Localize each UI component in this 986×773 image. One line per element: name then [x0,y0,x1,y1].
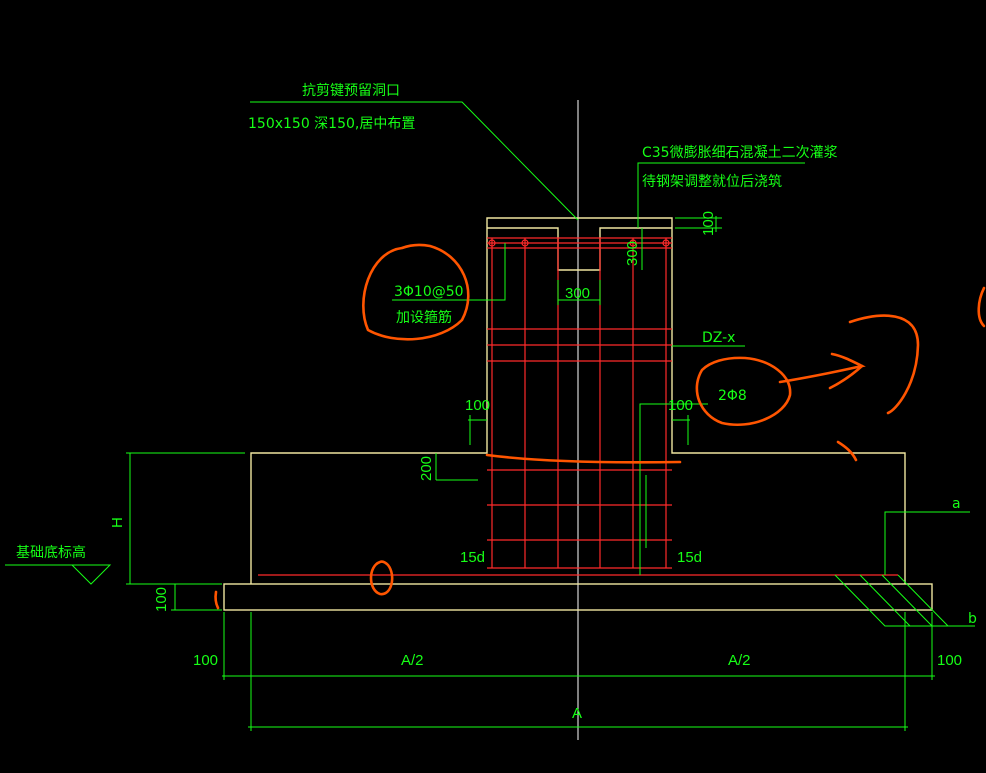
shear-key-size: 150x150 深150,居中布置 [248,116,415,132]
shear-key-title: 抗剪键预留洞口 [302,83,400,99]
grout-title: C35微膨胀细石混凝土二次灌浆 [642,144,838,161]
hatch [881,574,933,627]
hatch [859,574,911,627]
bar-spec: 2Φ8 [718,388,747,404]
leader-stirrup [392,243,506,301]
leader-shear-key [250,101,579,221]
grout-note: 待钢架调整就位后浇筑 [642,174,782,190]
markup-curve-right [848,314,920,415]
leader-a-label: a [952,496,961,512]
markup [214,243,986,610]
rebar-dot [488,239,496,247]
rebar-dot [521,239,529,247]
dim-side-left: 100 [465,397,490,414]
dim-anchor-left: 15d [460,549,485,566]
hatch [897,574,949,627]
shear-key-notch [487,227,672,271]
dim-pad: 100 [153,587,170,612]
rebar-cage [258,237,898,576]
stirrup-note: 加设箍筋 [396,309,452,326]
leader-lines [5,101,975,627]
rebar-dot [662,239,670,247]
markup-arrow [778,352,866,384]
dim-top-100: 100 [700,211,717,236]
stirrup-spec: 3Φ10@50 [394,284,464,300]
markup-circle-bar [695,356,792,426]
dim-half-right: A/2 [728,652,751,669]
dimension-lines [126,216,935,731]
dim-key-width: 300 [565,285,590,302]
base-level-label: 基础底标高 [16,544,86,561]
markup-tick [836,440,858,462]
markup-underline [485,453,682,464]
markup-zero [369,560,394,596]
dim-bottom-left: 100 [193,652,218,669]
leader-grout [637,162,805,228]
dim-embed: 200 [418,456,435,481]
markup-edge [977,286,986,328]
base-level-marker-icon [70,564,112,585]
leader-b-label: b [968,611,977,627]
rebar-dot [629,239,637,247]
markup-arrow-head [828,364,864,390]
column-tag: DZ-x [702,330,735,346]
markup-pad-tick [214,590,220,610]
dim-bottom-right: 100 [937,652,962,669]
foundation-pad [223,583,933,611]
foundation-outline [223,217,933,611]
dim-height: H [109,517,126,528]
dim-key-depth: 300 [624,241,641,266]
dim-anchor-right: 15d [677,549,702,566]
leader-bar [639,403,708,575]
foundation-block [250,217,906,584]
leader-b [834,574,975,627]
leader-a [884,511,970,575]
markup-circle-stirrup [362,243,470,341]
dim-total: A [572,705,582,722]
dim-side-right: 100 [668,397,693,414]
dim-half-left: A/2 [401,652,424,669]
